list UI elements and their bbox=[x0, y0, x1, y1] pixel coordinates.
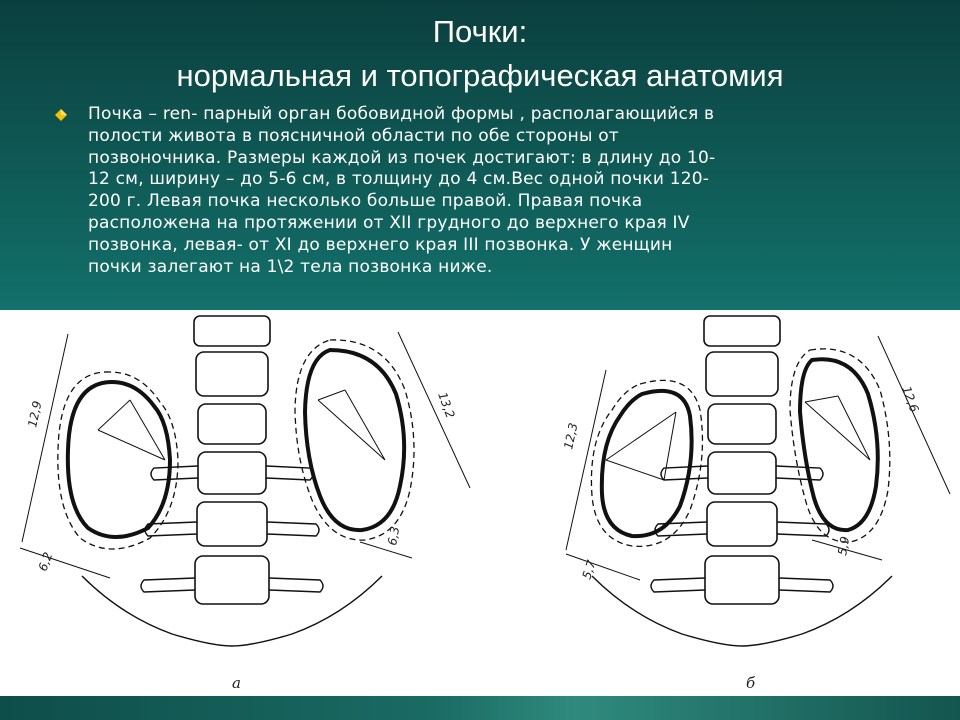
panel-b-label: б bbox=[746, 674, 756, 692]
panel-b-right-length: 12,6 bbox=[899, 384, 921, 414]
body-line: Почка – ren- парный орган бобовидной фор… bbox=[88, 104, 715, 124]
slide-bottom-bar bbox=[0, 696, 960, 720]
body-line: позвонка, левая- от XI до верхнего края … bbox=[88, 234, 673, 255]
body-line: позвоночника. Размеры каждой из почек до… bbox=[88, 147, 716, 168]
panel-a-right-width: 6,3 bbox=[385, 525, 402, 546]
panel-b-left-width: 5,7 bbox=[580, 558, 599, 581]
panel-b: 12,3 5,7 12,6 5,9 б bbox=[561, 315, 951, 692]
body-line: расположена на протяжении от XII грудног… bbox=[88, 212, 690, 233]
panel-a-label: а bbox=[232, 674, 241, 692]
slide-header-background bbox=[0, 0, 960, 310]
panel-a-right-length: 13,2 bbox=[435, 390, 457, 420]
panel-a-left-length: 12,9 bbox=[25, 400, 44, 429]
diamond-bullet-icon bbox=[55, 109, 67, 121]
kidney-anatomy-figure: 12,9 6,2 13,2 6,3 а 12,3 5,7 12,6 5,9 bbox=[0, 310, 960, 696]
body-line: 200 г. Левая почка несколько больше прав… bbox=[88, 191, 643, 212]
slide-body-text: Почка – ren- парный орган бобовидной фор… bbox=[88, 104, 918, 278]
panel-b-right-width: 5,9 bbox=[835, 535, 852, 556]
slide-title-line-1: Почки: bbox=[432, 14, 528, 49]
body-line: почки залегают на 1\2 тела позвонка ниже… bbox=[88, 256, 493, 277]
body-line: 12 см, ширину – до 5-6 см, в толщину до … bbox=[88, 169, 710, 190]
panel-b-left-length: 12,3 bbox=[561, 422, 580, 451]
panel-a-left-width: 6,2 bbox=[36, 550, 56, 573]
slide-title-line-2: нормальная и топографическая анатомия bbox=[176, 58, 784, 93]
kidney-diagram-svg: 12,9 6,2 13,2 6,3 а 12,3 5,7 12,6 5,9 bbox=[19, 315, 951, 692]
body-line: полости живота в поясничной области по о… bbox=[88, 125, 619, 146]
panel-a: 12,9 6,2 13,2 6,3 а bbox=[19, 315, 471, 692]
